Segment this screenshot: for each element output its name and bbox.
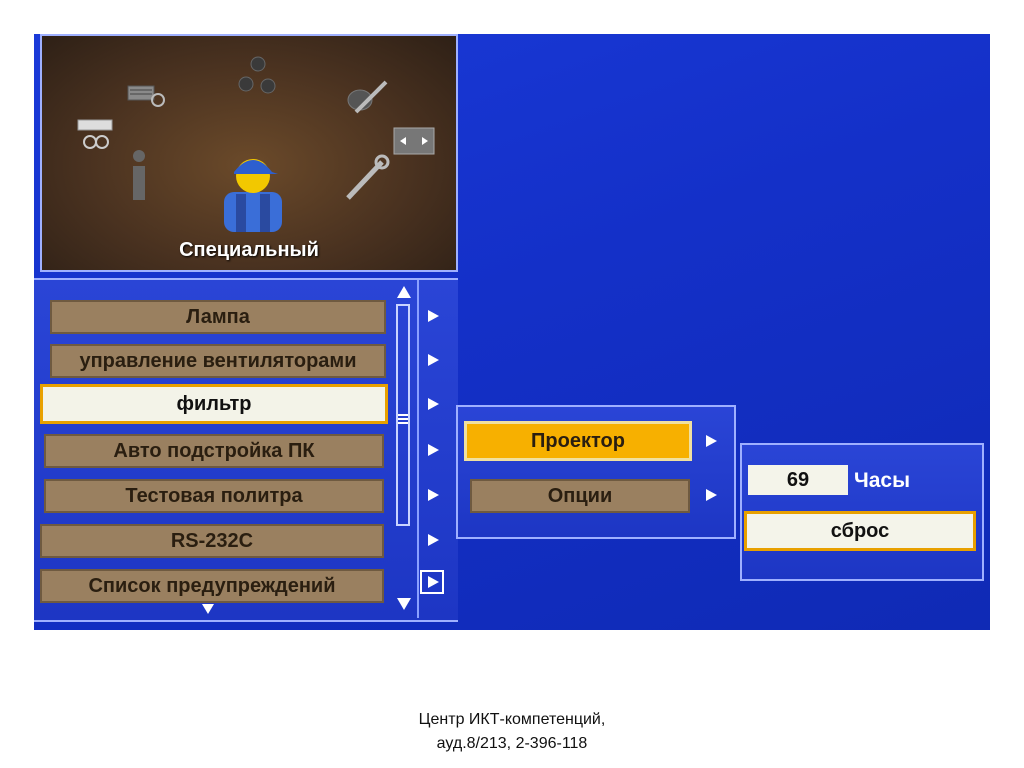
menu-item-auto-pc-adjust[interactable]: Авто подстройка ПК	[44, 434, 384, 468]
wrench-icon[interactable]	[342, 152, 390, 204]
scroll-down-icon[interactable]	[397, 598, 411, 610]
footer-caption: Центр ИКТ-компетенций, ауд.8/213, 2-396-…	[0, 708, 1024, 756]
user-icon[interactable]	[218, 150, 288, 232]
submenu-arrow-icon[interactable]	[706, 435, 717, 447]
menu-item-test-pattern[interactable]: Тестовая политра	[44, 479, 384, 513]
scroll-thumb-line	[398, 414, 408, 416]
menu-item-fan-control[interactable]: управление вентиляторами	[50, 344, 386, 378]
submenu-item-options[interactable]: Опции	[470, 479, 690, 513]
arrow-column-divider	[417, 280, 419, 618]
submenu-arrow-icon[interactable]	[428, 444, 439, 456]
submenu-arrow-box[interactable]	[420, 570, 444, 594]
filter-submenu: Проектор Опции	[456, 405, 736, 539]
projector-settings-icon[interactable]	[126, 80, 166, 110]
more-items-down-icon[interactable]	[202, 604, 214, 614]
scroll-up-icon[interactable]	[397, 286, 411, 298]
category-title: Специальный	[179, 239, 319, 261]
main-menu: Лампа управление вентиляторами фильтр Ав…	[34, 278, 458, 622]
filter-hours-panel: 69 Часы сброс	[740, 443, 984, 581]
submenu-arrow-icon[interactable]	[428, 354, 439, 366]
submenu-arrow-icon	[428, 576, 439, 588]
brush-icon[interactable]	[344, 78, 390, 118]
menu-item-warning-list[interactable]: Список предупреждений	[40, 569, 384, 603]
scroll-track[interactable]	[396, 304, 410, 526]
menu-item-rs232c[interactable]: RS-232C	[40, 524, 384, 558]
footer-line-1: Центр ИКТ-компетенций,	[418, 711, 606, 728]
menu-item-filter[interactable]: фильтр	[40, 384, 388, 424]
reset-button[interactable]: сброс	[744, 511, 976, 551]
menu-item-lamp[interactable]: Лампа	[50, 300, 386, 334]
filter-hours-label: Часы	[854, 469, 911, 492]
submenu-arrow-icon[interactable]	[428, 489, 439, 501]
submenu-arrow-icon[interactable]	[428, 310, 439, 322]
filter-hours-value: 69	[748, 465, 848, 495]
info-icon[interactable]	[126, 148, 152, 204]
menu-scrollbar[interactable]	[394, 284, 414, 614]
submenu-item-projector[interactable]: Проектор	[464, 421, 692, 461]
scroll-thumb-line	[398, 418, 408, 420]
color-balls-icon[interactable]	[234, 54, 282, 100]
submenu-arrow-icon[interactable]	[428, 534, 439, 546]
picture-position-icon[interactable]	[392, 126, 438, 160]
projector-osd-screen: Специальный Лампа управление вентилятора…	[34, 34, 990, 630]
submenu-arrow-icon[interactable]	[706, 489, 717, 501]
submenu-arrow-icon[interactable]	[428, 398, 439, 410]
scroll-thumb-line	[398, 422, 408, 424]
category-header-panel: Специальный	[40, 34, 458, 272]
footer-line-2: ауд.8/213, 2-396-118	[436, 735, 588, 752]
connection-icon[interactable]	[74, 116, 118, 152]
